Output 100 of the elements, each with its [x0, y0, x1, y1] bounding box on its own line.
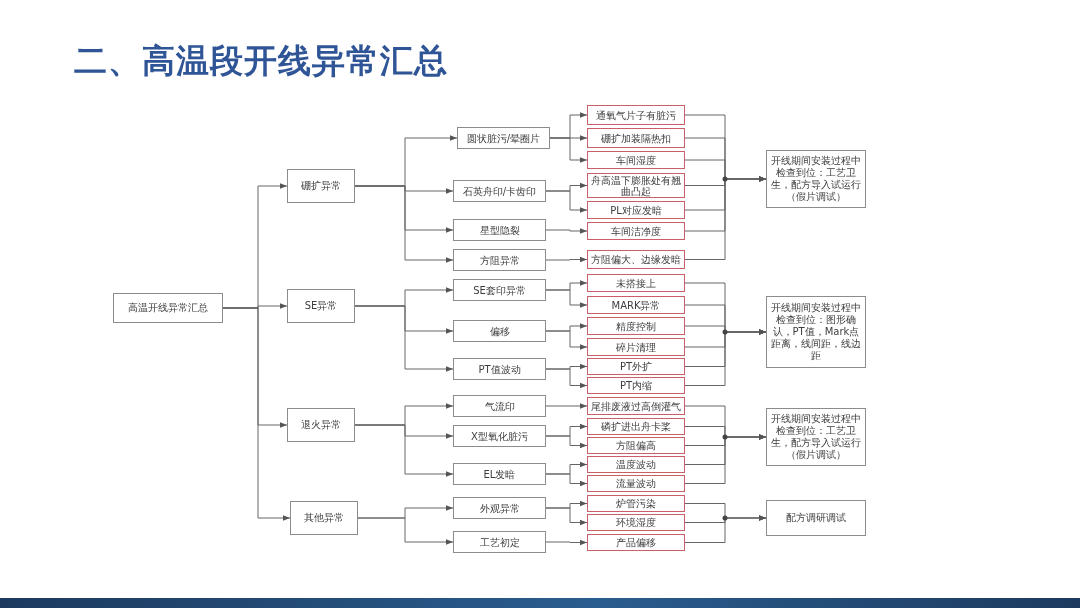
action-box [766, 296, 866, 368]
node-text: 石英舟印/卡齿印 [462, 185, 537, 197]
connector-arrow [545, 507, 588, 526]
node-text: PT内缩 [619, 380, 653, 391]
connector-arrow [545, 368, 588, 389]
category-box [287, 408, 355, 442]
issue-box [453, 249, 546, 271]
cause-box [587, 475, 685, 492]
node-text: 偏移 [489, 325, 510, 337]
node-text: EL发暗 [483, 468, 516, 480]
cause-box [587, 338, 685, 356]
root-box [113, 293, 223, 323]
cause-box [587, 296, 685, 314]
node-text: PL对应发暗 [610, 204, 662, 216]
node-text: 产品偏移 [616, 537, 656, 548]
issue-box [453, 358, 546, 380]
issue-box [457, 127, 550, 149]
cause-box [587, 201, 685, 219]
node-text: 舟高温下膨胀处有翘曲凸起 [590, 174, 682, 197]
category-box [290, 501, 358, 535]
node-text: 流量波动 [616, 478, 656, 489]
connector-arrow [545, 473, 588, 487]
connector-arrow [357, 517, 454, 545]
connector-arrow [354, 424, 454, 477]
node-text: PT值波动 [478, 363, 521, 375]
node-text: 车间湿度 [616, 154, 656, 166]
cause-box [587, 151, 685, 169]
node-text: MARK异常 [611, 299, 661, 311]
node-text: 退火异常 [301, 419, 341, 431]
connector-arrow [545, 330, 588, 350]
node-text: 开线期间安装过程中检查到位：图形确认，PT值，Mark点距离，线间距，线边距 [770, 302, 862, 362]
node-text: 外观异常 [479, 502, 520, 514]
issue-box [453, 531, 546, 553]
node-text: 开线期间安装过程中检查到位：工艺卫生，配方导入试运行（假片调试） [770, 155, 862, 203]
cause-box [587, 128, 685, 148]
cause-box [587, 456, 685, 473]
node-text: PT外扩 [619, 361, 653, 372]
node-text: 温度波动 [616, 459, 656, 470]
node-text: 星型隐裂 [479, 224, 520, 236]
connector-arrow [545, 190, 588, 213]
cause-box [587, 397, 685, 415]
cause-box [587, 250, 685, 269]
node-text: 配方调研调试 [786, 512, 846, 524]
issue-box [453, 219, 546, 241]
node-text: 精度控制 [616, 320, 656, 332]
node-text: 通氧气片子有脏污 [596, 109, 676, 121]
cause-box [587, 495, 685, 512]
category-box [287, 289, 355, 323]
node-text: SE异常 [304, 300, 338, 312]
cause-box [587, 514, 685, 531]
connector-arrow [545, 435, 588, 449]
connector-arrow [222, 307, 291, 521]
cause-box [587, 317, 685, 335]
node-text: 方阻偏大、边缘发暗 [591, 254, 681, 265]
cause-box [587, 437, 685, 454]
cause-box [587, 418, 685, 435]
node-text: 高温开线异常汇总 [128, 302, 208, 314]
issue-box [453, 180, 546, 202]
node-text: 尾排废液过高倒灌气 [591, 400, 681, 412]
node-text: 车间洁净度 [611, 225, 661, 237]
node-text: X型氧化脏污 [471, 430, 528, 442]
issue-box [453, 279, 546, 301]
node-text: 工艺初定 [479, 536, 520, 548]
node-text: 硼扩加装隔热扣 [601, 132, 671, 144]
connector-arrow [545, 403, 588, 409]
issue-box [453, 320, 546, 342]
cause-box [587, 377, 685, 394]
node-text: 碎片清理 [616, 341, 656, 353]
node-text: 环境湿度 [616, 517, 656, 528]
node-text: 开线期间安装过程中检查到位：工艺卫生，配方导入试运行（假片调试） [770, 413, 862, 461]
slide-title: 二、高温段开线异常汇总 [74, 40, 448, 82]
connector-arrow [684, 515, 767, 543]
connector-arrow [354, 305, 454, 372]
node-text: 气流印 [484, 400, 515, 412]
node-text: 炉管污染 [616, 498, 656, 509]
issue-box [453, 425, 546, 447]
node-text: 圆状脏污/晕圈片 [466, 132, 541, 144]
connector-arrow [545, 289, 588, 308]
connector-arrow [354, 185, 454, 263]
issue-box [453, 395, 546, 417]
cause-box [587, 534, 685, 551]
cause-box [587, 105, 685, 125]
category-box [287, 169, 355, 203]
issue-box [453, 497, 546, 519]
node-text: 方阻异常 [479, 254, 520, 266]
connector-arrow [545, 539, 588, 546]
connector-arrow [545, 256, 588, 263]
node-text: 硼扩异常 [301, 180, 341, 192]
issue-box [453, 463, 546, 485]
connector-arrow [549, 137, 588, 163]
cause-box [587, 222, 685, 240]
action-box [766, 500, 866, 536]
node-text: SE套印异常 [473, 284, 526, 296]
cause-box [587, 274, 685, 292]
node-text: 其他异常 [304, 512, 344, 524]
connector-arrow [545, 228, 588, 234]
node-text: 方阻偏高 [616, 440, 656, 451]
cause-box [587, 358, 685, 375]
node-text: 未搭接上 [616, 277, 656, 289]
node-text: 磷扩进出舟卡桨 [601, 421, 671, 432]
